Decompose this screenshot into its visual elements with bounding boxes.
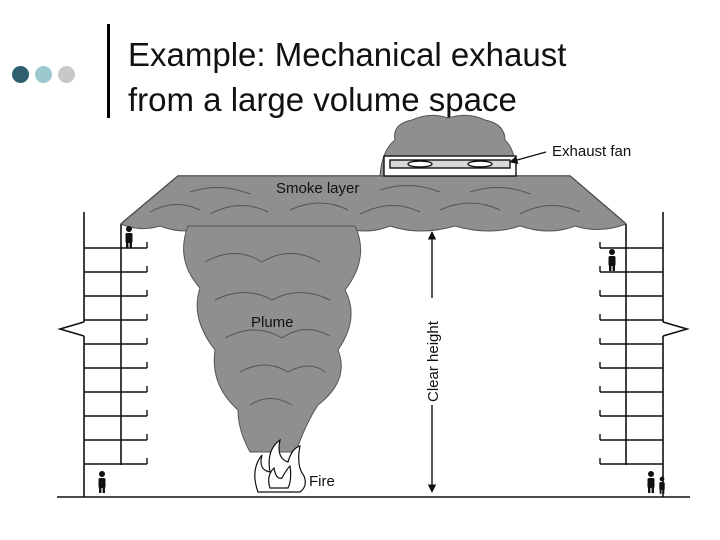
person-icon <box>98 471 106 493</box>
person-icon <box>125 226 133 248</box>
exhaust-fan-label: Exhaust fan <box>552 143 631 160</box>
plume-label: Plume <box>251 314 294 331</box>
right-balcony-floors <box>599 242 663 465</box>
occupant-figures <box>98 226 665 494</box>
exhaust-fan <box>383 151 547 177</box>
smoke-plume <box>183 225 362 453</box>
smoke-layer-label: Smoke layer <box>276 180 359 197</box>
fire <box>254 438 306 493</box>
slide-bullet-dots <box>12 66 75 83</box>
person-icon <box>647 471 655 493</box>
child-icon <box>659 476 665 494</box>
slide-title-line-2: from a large volume space <box>128 81 517 118</box>
slide-title-line-1: Example: Mechanical exhaust <box>128 36 567 73</box>
title-divider <box>107 24 110 118</box>
clear-height-label: Clear height <box>425 320 442 402</box>
slide-title: Example: Mechanical exhaust from a large… <box>128 32 708 122</box>
bullet-dot-light <box>35 66 52 83</box>
bullet-dot-gray <box>58 66 75 83</box>
person-icon <box>608 249 616 271</box>
smoke-layer <box>120 114 627 232</box>
left-balcony-floors <box>84 242 148 465</box>
fire-label: Fire <box>309 473 335 490</box>
bullet-dot-dark <box>12 66 29 83</box>
